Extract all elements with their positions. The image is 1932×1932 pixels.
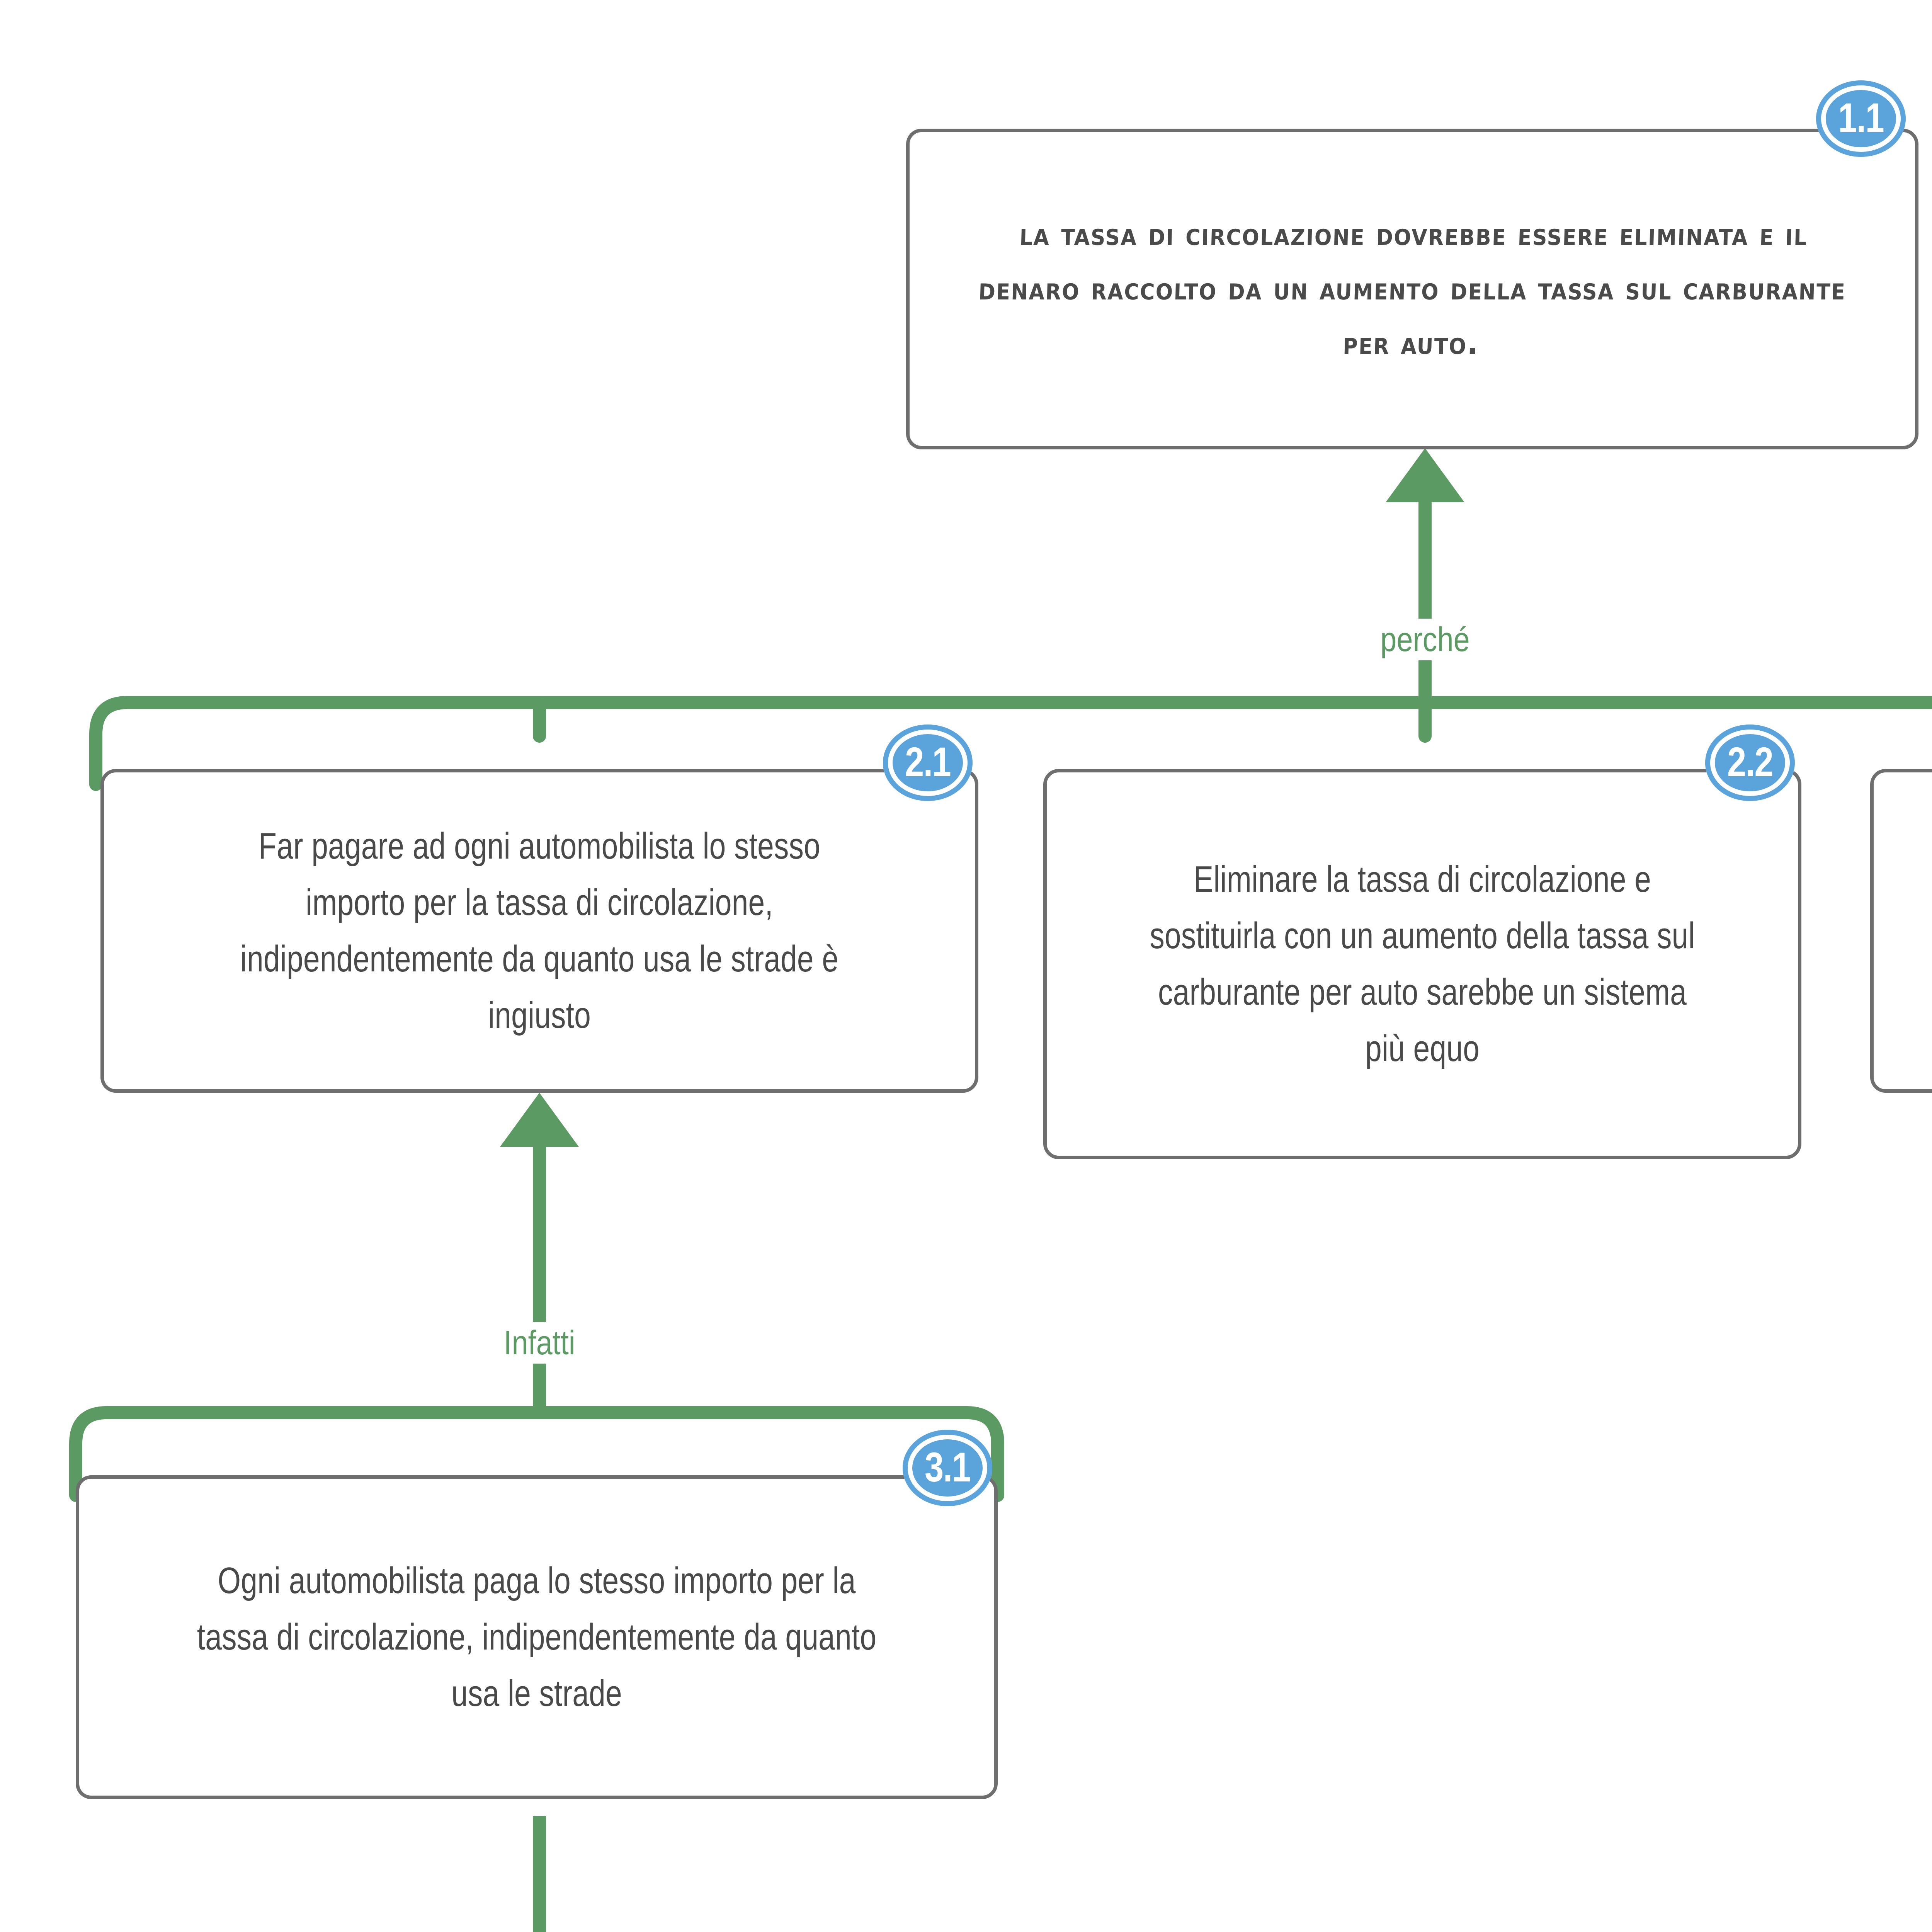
node-2-1[interactable]: Far pagare ad ogni automobilista lo stes… [100, 769, 978, 1093]
node-badge-2-2-label: 2.2 [1727, 738, 1774, 785]
edge-label-infatti: Infatti [497, 1322, 582, 1364]
node-2-1-text: Far pagare ad ogni automobilista lo stes… [240, 825, 839, 1036]
node-2-2[interactable]: Eliminare la tassa di circolazione e sos… [1043, 769, 1801, 1159]
node-badge-1-1[interactable]: 1.1 [1816, 80, 1906, 157]
node-badge-2-1-label: 2.1 [905, 738, 951, 785]
node-badge-3-1[interactable]: 3.1 [903, 1430, 992, 1506]
edge-infatti [69, 1093, 1004, 1502]
node-1-1[interactable]: La tassa di circolazione dovrebbe essere… [906, 129, 1918, 449]
node-3-1[interactable]: Ogni automobilista paga lo stesso import… [76, 1475, 998, 1799]
edge-per-esempio [533, 1816, 546, 1932]
node-1-1-text: La tassa di circolazione dovrebbe essere… [978, 216, 1847, 362]
node-3-1-text: Ogni automobilista paga lo stesso import… [197, 1560, 877, 1714]
node-badge-1-1-label: 1.1 [1838, 94, 1884, 141]
edge-label-perche: perché [1374, 619, 1476, 660]
node-2-2-text: Eliminare la tassa di circolazione e sos… [1150, 859, 1695, 1069]
node-badge-3-1-label: 3.1 [924, 1444, 971, 1490]
node-2-3[interactable]: Eliminare la tassa di circolazione e sos… [1870, 769, 1932, 1093]
node-badge-2-2[interactable]: 2.2 [1705, 724, 1795, 801]
node-badge-2-1[interactable]: 2.1 [883, 724, 973, 801]
edge-perche [89, 448, 1932, 791]
